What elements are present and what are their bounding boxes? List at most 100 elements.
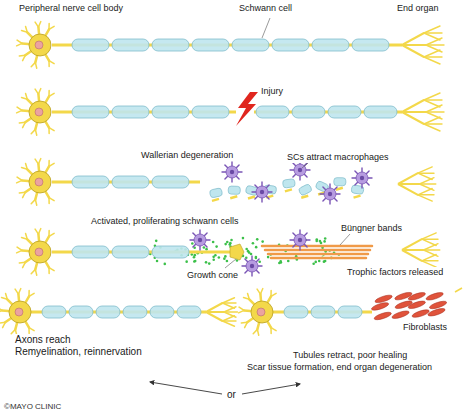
bungner-band xyxy=(268,253,368,256)
axon-debris xyxy=(354,196,361,198)
neuron-body xyxy=(17,89,55,136)
fibroblast xyxy=(371,301,390,312)
part-label: Activated, proliferating schwann cells xyxy=(90,216,240,227)
neuron-body xyxy=(0,289,34,336)
trophic-factor xyxy=(230,239,233,242)
trophic-factor xyxy=(258,260,261,263)
fibroblast xyxy=(411,308,430,319)
schwann-cell xyxy=(338,306,362,318)
trophic-factor xyxy=(185,260,188,263)
end-organ xyxy=(206,298,238,327)
schwann-cell xyxy=(112,246,149,258)
schwann-cell xyxy=(112,106,149,118)
fibroblast xyxy=(391,309,410,320)
end-organ xyxy=(402,93,444,131)
trophic-factor xyxy=(312,263,315,266)
part-label: Büngner bands xyxy=(340,223,403,234)
schwann-cell xyxy=(232,39,269,51)
bungner-band xyxy=(271,257,366,260)
schwann-cell xyxy=(152,39,189,51)
trophic-factor xyxy=(193,260,196,263)
fibroblast xyxy=(407,300,426,311)
trophic-factor xyxy=(212,258,215,261)
bungner-band xyxy=(262,245,372,248)
neuron-body xyxy=(17,229,55,276)
part-label: SCs attract macrophages xyxy=(286,152,390,163)
myelin-debris xyxy=(228,186,240,194)
schwann-cell xyxy=(256,106,289,118)
trophic-factor xyxy=(255,246,258,249)
trophic-factor xyxy=(318,260,321,263)
trophic-factor xyxy=(208,262,211,265)
macrophage xyxy=(320,184,340,204)
schwann-cell xyxy=(284,306,308,318)
part-label: Fibroblasts xyxy=(402,322,448,333)
trophic-factor xyxy=(223,257,226,260)
schwann-cell xyxy=(72,176,109,188)
trophic-factor xyxy=(215,245,218,248)
schwann-cell xyxy=(123,306,147,318)
schwann-cell xyxy=(96,306,120,318)
axon-debris xyxy=(285,189,292,191)
trophic-factor xyxy=(212,241,215,244)
trophic-factor xyxy=(224,243,227,246)
trophic-factor xyxy=(314,261,317,264)
part-label: Schwann cell xyxy=(238,3,293,14)
schwann-cell xyxy=(311,306,335,318)
trophic-factor xyxy=(155,240,158,243)
trophic-factor xyxy=(278,262,281,265)
fibroblast xyxy=(407,291,426,302)
trophic-factor xyxy=(203,246,206,249)
trophic-factor xyxy=(261,240,264,243)
schwann-cell xyxy=(69,306,93,318)
trophic-factor xyxy=(267,256,270,259)
trophic-factor xyxy=(248,251,251,254)
part-label: Axons reach xyxy=(14,334,72,345)
fibroblast xyxy=(425,291,444,302)
trophic-factor xyxy=(191,242,194,245)
part-label: or xyxy=(226,389,237,400)
trophic-factor xyxy=(324,237,327,240)
schwann-cell xyxy=(150,306,174,318)
trophic-factor xyxy=(255,257,258,260)
end-organ xyxy=(402,26,444,64)
myelin-debris xyxy=(298,183,312,196)
trophic-factor xyxy=(193,254,196,257)
trophic-factor xyxy=(194,260,197,263)
schwann-cell xyxy=(352,39,389,51)
schwann-cell xyxy=(272,39,309,51)
schwann-cell xyxy=(72,106,109,118)
schwann-cell xyxy=(312,39,349,51)
trophic-factor xyxy=(156,260,159,263)
choice-arrow xyxy=(150,382,222,394)
copyright-note: ©MAYO CLINIC xyxy=(3,401,62,412)
schwann-cell xyxy=(364,106,397,118)
myelin-debris xyxy=(209,188,222,198)
end-organ xyxy=(402,233,440,267)
macrophage xyxy=(290,160,310,180)
part-label: Tubules retract, poor healing xyxy=(292,350,408,361)
axon-debris xyxy=(248,197,255,199)
schwann-cell xyxy=(192,39,229,51)
macrophage xyxy=(352,168,372,188)
schwann-cell xyxy=(328,106,361,118)
schwann-cell xyxy=(72,246,109,258)
trophic-factor xyxy=(218,256,221,259)
trophic-factor xyxy=(320,242,323,245)
part-label: End organ xyxy=(396,3,440,14)
part-label: Trophic factors released xyxy=(346,267,444,278)
trophic-factor xyxy=(224,255,227,258)
trophic-factor xyxy=(245,248,248,251)
trophic-factor xyxy=(323,240,326,243)
macrophage xyxy=(252,182,272,202)
schwann-cell xyxy=(72,39,109,51)
choice-arrow xyxy=(242,384,300,394)
schwann-cell xyxy=(152,246,189,258)
trophic-factor xyxy=(315,240,318,243)
trophic-factor xyxy=(229,242,232,245)
schwann-cell xyxy=(152,176,189,188)
schwann-cell xyxy=(42,306,66,318)
trophic-factor xyxy=(226,241,229,244)
axon-debris xyxy=(212,199,219,201)
